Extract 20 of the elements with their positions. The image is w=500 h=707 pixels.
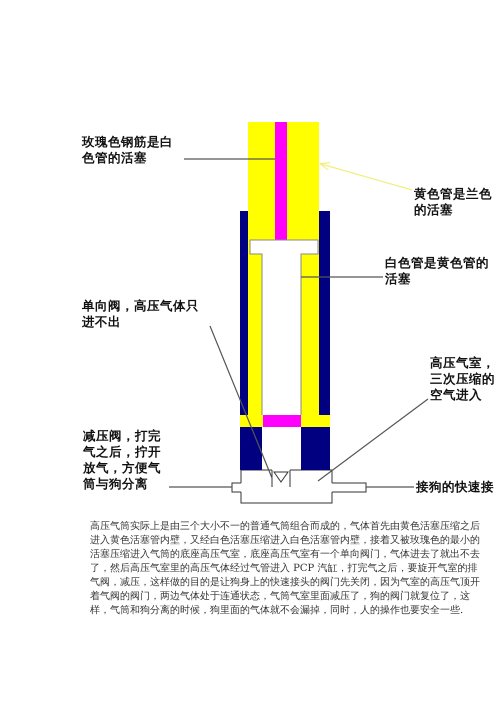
check-valve bbox=[272, 470, 290, 488]
description-paragraph: 高压气筒实际上是由三个大小不一的普通气筒组合而成的，气体首先由黄色活塞压缩之后进入黄色活塞管内壁，又经白色活塞压缩进入白色活塞管内壁，接着又被玫瑰色的最小的活塞压缩进入气筒的底座高压气室，底座高压气室有一个单向阀门，气体进去了就出不去了，然后高压气室里的高压气体经过气管进入 PCP 汽缸，打完气之后，要旋开气室的排气阀，减压，这样做的目的是让狗身上的快速接头的阀门先关闭，因为气室的高压气顶开着气阀的阀门，两边气体处于连通状态，气筒气室里面减压了，狗的阀门就复位了，这样，气筒和狗分离的时候，狗里面的气体就不会漏掉，同时，人的操作也要安全一些. bbox=[90, 520, 480, 618]
arrow bbox=[319, 162, 412, 191]
callout-label: 白色管是黄色管的活塞 bbox=[385, 255, 497, 287]
inner-tube bbox=[250, 240, 318, 416]
callout-label: 高压气室，三次压缩的空气进入 bbox=[430, 355, 500, 403]
leader-line bbox=[318, 398, 428, 482]
callout-label: 玫瑰色钢筋是白色管的活塞 bbox=[82, 134, 182, 166]
quick-connector bbox=[332, 482, 366, 492]
release-valve bbox=[232, 482, 242, 492]
leader-line bbox=[366, 486, 414, 488]
callout-label: 单向阀，高压气体只进不出 bbox=[82, 298, 208, 330]
pressure-chamber bbox=[240, 470, 332, 504]
leader-line bbox=[169, 486, 232, 488]
callout-label: 接狗的快速接 bbox=[416, 479, 500, 495]
leader-line bbox=[301, 276, 383, 278]
leader-line bbox=[209, 326, 273, 478]
callout-label: 减压阀，打完气之后，拧开放气，方便气筒与狗分离 bbox=[83, 428, 167, 492]
leader-line bbox=[184, 158, 275, 160]
callout-label: 黄色管是兰色的活塞 bbox=[414, 186, 500, 218]
